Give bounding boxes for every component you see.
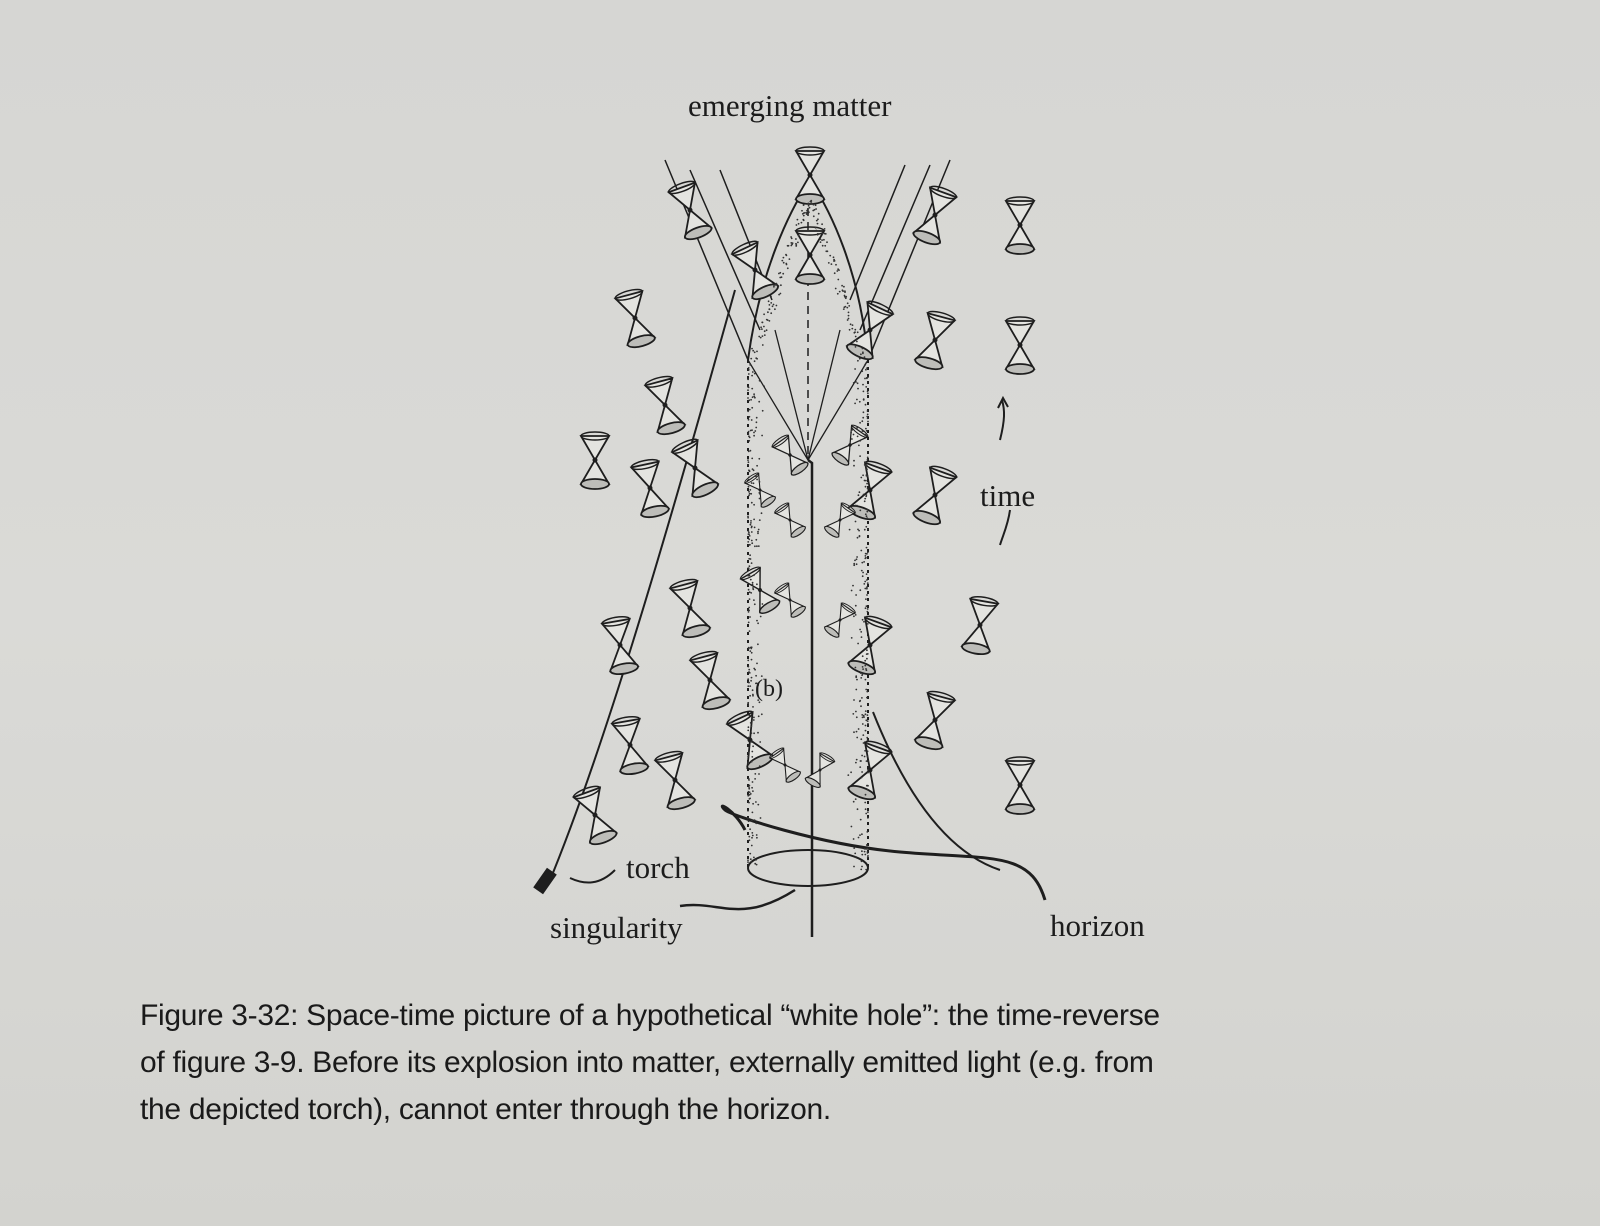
light-cone-icon bbox=[743, 472, 777, 508]
light-cone-icon bbox=[670, 438, 720, 499]
light-cone-icon bbox=[653, 750, 697, 811]
caption-line-3: the depicted torch), cannot enter throug… bbox=[140, 1093, 831, 1126]
time-arrow bbox=[997, 395, 1009, 441]
light-cone-icon bbox=[845, 300, 895, 361]
light-cone-icon bbox=[913, 310, 957, 371]
light-cone-icon bbox=[1004, 196, 1036, 255]
light-cone-icon bbox=[960, 595, 1000, 656]
light-cone-icon bbox=[911, 465, 959, 526]
singularity-line bbox=[807, 459, 814, 937]
label-horizon: horizon bbox=[1050, 908, 1145, 943]
torch-arrow bbox=[569, 869, 616, 884]
label-emerging-matter: emerging matter bbox=[688, 88, 892, 123]
light-cone-icon bbox=[579, 431, 611, 490]
matter-inner-lines bbox=[747, 329, 869, 461]
light-cone-icon bbox=[613, 288, 657, 349]
light-cone-icon bbox=[600, 615, 640, 676]
light-cone-icon bbox=[804, 752, 836, 788]
torch-light-ray bbox=[547, 289, 736, 886]
light-cone-icon bbox=[794, 146, 826, 205]
light-cone-icon bbox=[773, 582, 807, 618]
caption-line-2: of figure 3-9. Before its explosion into… bbox=[140, 1046, 1154, 1079]
light-cone-icon bbox=[668, 578, 712, 639]
light-cone-icon bbox=[610, 715, 650, 776]
light-cone-icon bbox=[666, 180, 714, 241]
time-arrow-tail bbox=[999, 509, 1011, 546]
light-cone-icon bbox=[771, 434, 809, 476]
horizon-stipple bbox=[747, 199, 869, 871]
light-cone-icon bbox=[629, 458, 671, 519]
light-cone-icon bbox=[688, 650, 732, 711]
horizon-arrow-2 bbox=[872, 711, 1001, 871]
light-cone-icon bbox=[911, 185, 959, 246]
light-cone-icon bbox=[725, 710, 775, 771]
light-cone-icon bbox=[1004, 756, 1036, 815]
light-cone-icon bbox=[571, 785, 619, 846]
light-cone-icon bbox=[794, 226, 826, 285]
label-singularity: singularity bbox=[550, 910, 683, 945]
label-time: time bbox=[980, 478, 1036, 513]
caption-line-1: Figure 3-32: Space-time picture of a hyp… bbox=[140, 999, 1160, 1032]
torch-icon bbox=[533, 867, 557, 895]
label-event-b: (b) bbox=[755, 676, 783, 702]
light-cone-icon bbox=[846, 740, 894, 801]
light-cone-icon bbox=[1004, 316, 1036, 375]
horizon-arrow-1 bbox=[721, 804, 1047, 901]
light-cone-icon bbox=[730, 240, 780, 301]
light-cone-icon bbox=[823, 602, 857, 638]
light-cone-icon bbox=[823, 502, 857, 538]
horizon-base bbox=[747, 849, 869, 887]
light-cone-icon bbox=[831, 424, 869, 466]
light-cone-icon bbox=[768, 747, 802, 783]
figure-caption: Figure 3-32: Space-time picture of a hyp… bbox=[140, 992, 1520, 1133]
light-cone-icon bbox=[913, 690, 957, 751]
light-cones bbox=[571, 146, 1036, 846]
singularity-arrow bbox=[679, 888, 796, 911]
light-cone-icon bbox=[739, 566, 781, 614]
label-torch: torch bbox=[626, 850, 690, 885]
light-cone-icon bbox=[846, 615, 894, 676]
light-cone-icon bbox=[773, 502, 807, 538]
light-cone-icon bbox=[643, 375, 687, 436]
